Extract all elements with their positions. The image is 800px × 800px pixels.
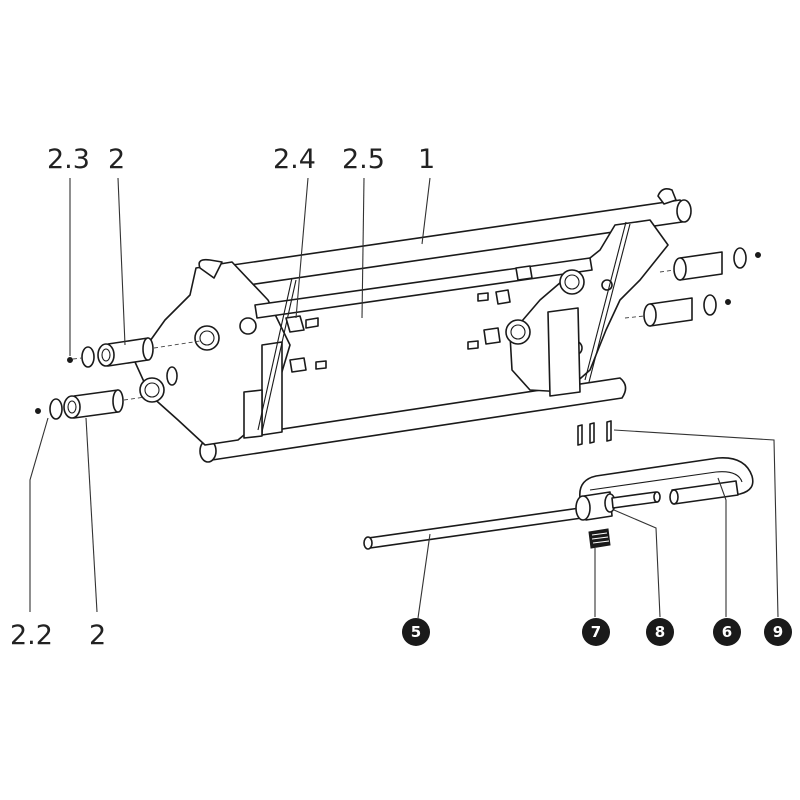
pins-part-9 xyxy=(577,420,612,446)
badge-8-text: 8 xyxy=(655,623,665,641)
label-2-4: 2.4 xyxy=(273,144,316,175)
circlip-upper-left xyxy=(67,346,95,368)
label-2-5: 2.5 xyxy=(342,144,385,175)
badge-5: 5 xyxy=(402,618,430,646)
badge-7-text: 7 xyxy=(591,623,601,641)
badge-6-text: 6 xyxy=(722,623,732,641)
spring-part-7 xyxy=(588,528,611,549)
frame-assembly xyxy=(134,188,692,463)
part-labels: 2.3 2 2.4 2.5 1 2.2 2 xyxy=(10,144,435,651)
label-2-3: 2.3 xyxy=(47,144,90,175)
circlip-lower-left xyxy=(35,398,63,420)
handle-part-6 xyxy=(579,457,754,505)
badge-9: 9 xyxy=(764,618,792,646)
pin-lower-right xyxy=(624,294,731,327)
label-2-2: 2.2 xyxy=(10,620,53,651)
collar-part-8 xyxy=(575,491,661,521)
badge-6: 6 xyxy=(713,618,741,646)
leader-lines xyxy=(29,177,779,619)
badge-5-text: 5 xyxy=(411,623,421,641)
badge-9-text: 9 xyxy=(773,623,783,641)
pin-upper-left xyxy=(97,337,201,367)
rod-part-5 xyxy=(363,507,583,550)
pin-lower-left xyxy=(63,389,146,419)
label-2-top: 2 xyxy=(108,144,125,175)
badge-8: 8 xyxy=(646,618,674,646)
label-2-bottom: 2 xyxy=(89,620,106,651)
label-1: 1 xyxy=(418,144,435,175)
badge-7: 7 xyxy=(582,618,610,646)
pin-upper-right xyxy=(659,247,761,281)
